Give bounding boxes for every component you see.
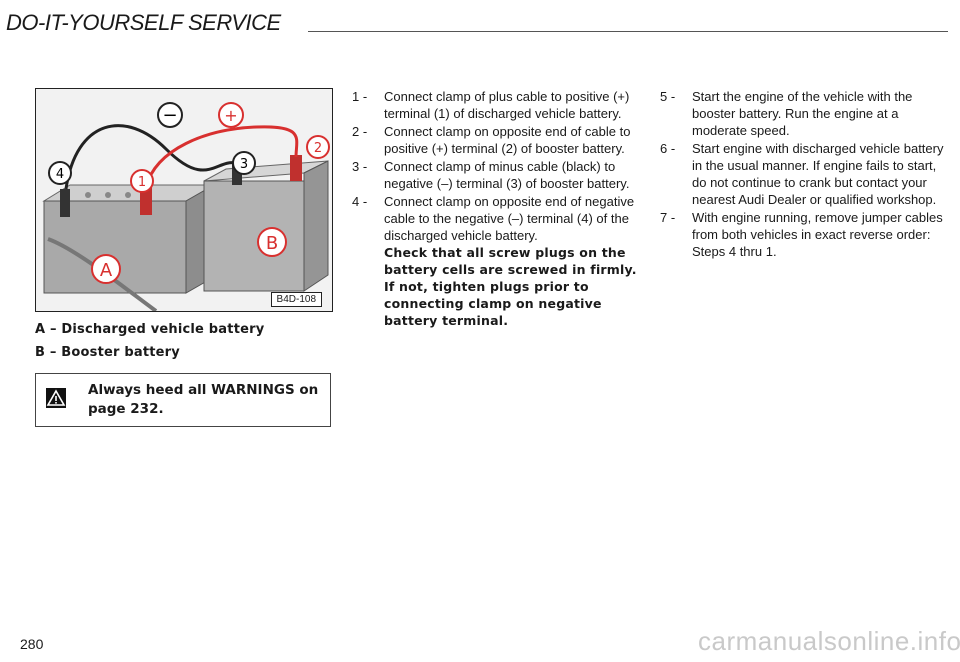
step-number: 2 -	[352, 124, 368, 139]
page-number: 280	[20, 636, 44, 652]
svg-text:−: −	[162, 105, 177, 126]
steps-column-right: 5 - Start the engine of the vehicle with…	[660, 88, 944, 261]
step-number: 3 -	[352, 159, 368, 174]
step-text: Connect clamp on opposite end of negativ…	[384, 194, 635, 243]
terminal-4-label: 4	[48, 161, 72, 185]
section-title: DO-IT-YOURSELF SERVICE	[6, 10, 281, 35]
warning-icon	[46, 388, 66, 408]
svg-text:A: A	[100, 260, 113, 281]
step-item: 2 - Connect clamp on opposite end of cab…	[352, 123, 638, 157]
step-number: 4 -	[352, 194, 368, 209]
svg-text:+: +	[224, 106, 237, 125]
step-caution-text: Check that all screw plugs on the batter…	[384, 245, 637, 328]
figure-code: B4D-108	[270, 292, 322, 307]
terminal-2-label: 2	[306, 135, 330, 159]
terminal-1-label: 1	[130, 169, 154, 193]
jump-start-illustration: − + 2 3 1 4 A B B4D-108	[35, 88, 333, 312]
caption-battery-b: B – Booster battery	[35, 345, 180, 360]
svg-text:4: 4	[56, 167, 64, 182]
page-header: DO-IT-YOURSELF SERVICE	[6, 10, 948, 38]
plus-label: +	[218, 102, 244, 128]
step-number: 6 -	[660, 141, 676, 156]
terminal-3-label: 3	[232, 151, 256, 175]
step-text: Start the engine of the vehicle with the…	[692, 89, 913, 138]
minus-label: −	[157, 102, 183, 128]
step-item: 4 - Connect clamp on opposite end of neg…	[352, 193, 638, 329]
warning-box: Always heed all WARNINGS on page 232.	[35, 373, 331, 427]
step-text: Start engine with discharged vehicle bat…	[692, 141, 944, 207]
warning-text: Always heed all WARNINGS on page 232.	[88, 382, 319, 417]
step-number: 1 -	[352, 89, 368, 104]
step-text: Connect clamp on opposite end of cable t…	[384, 124, 631, 156]
step-text: Connect clamp of plus cable to positive …	[384, 89, 630, 121]
svg-text:2: 2	[314, 141, 322, 156]
battery-a-label: A	[91, 254, 121, 284]
watermark: carmanualsonline.info	[698, 626, 960, 656]
step-number: 7 -	[660, 210, 676, 225]
steps-column-left: 1 - Connect clamp of plus cable to posit…	[352, 88, 638, 330]
battery-diagram: − + 2 3 1 4 A B	[36, 89, 332, 311]
svg-text:3: 3	[240, 157, 248, 172]
header-rule	[308, 31, 948, 32]
step-item: 7 - With engine running, remove jumper c…	[660, 209, 944, 260]
step-item: 3 - Connect clamp of minus cable (black)…	[352, 158, 638, 192]
svg-text:B: B	[266, 233, 278, 254]
step-number: 5 -	[660, 89, 676, 104]
svg-text:1: 1	[138, 175, 146, 190]
battery-b	[203, 160, 329, 292]
step-item: 5 - Start the engine of the vehicle with…	[660, 88, 944, 139]
step-item: 1 - Connect clamp of plus cable to posit…	[352, 88, 638, 122]
battery-b-label: B	[257, 227, 287, 257]
step-text: Connect clamp of minus cable (black) to …	[384, 159, 630, 191]
step-text: With engine running, remove jumper cable…	[692, 210, 943, 259]
caption-battery-a: A – Discharged vehicle battery	[35, 322, 265, 337]
step-item: 6 - Start engine with discharged vehicle…	[660, 140, 944, 208]
